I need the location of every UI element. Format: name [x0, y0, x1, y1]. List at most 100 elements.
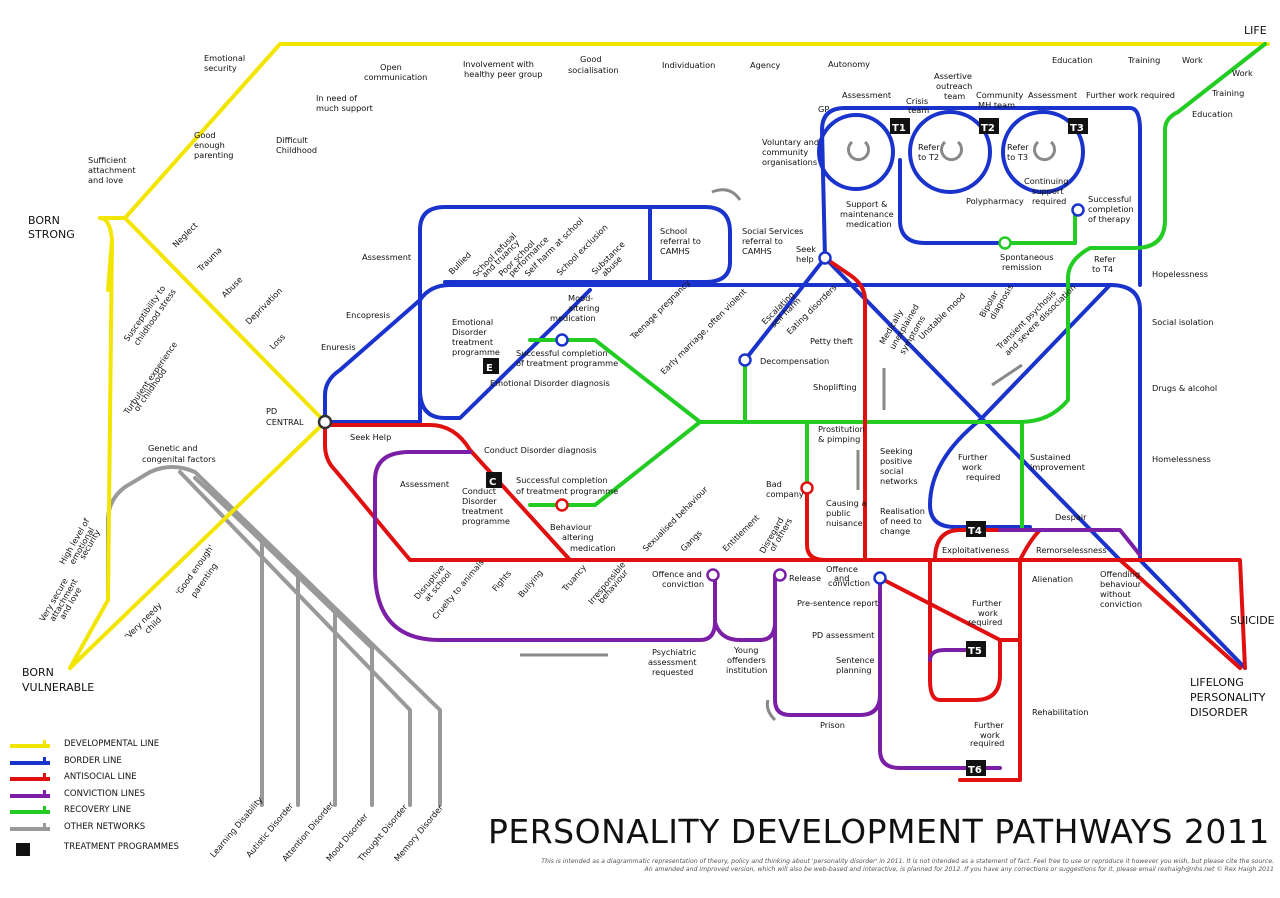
legend-tick [43, 773, 46, 779]
legend-conviction: CONVICTION LINES [10, 788, 210, 805]
station-label: Loss [267, 332, 287, 352]
station-label: Training [1127, 55, 1160, 65]
station-label: Disorder [452, 327, 487, 337]
tp-t2-box[interactable]: T2 [979, 118, 999, 134]
station-label: Alienation [1032, 574, 1073, 584]
station-label: work [980, 730, 1000, 740]
seek-help-interchange[interactable] [818, 251, 832, 265]
successful-completion-antisocial-interchange[interactable] [555, 498, 569, 512]
station-label: public [826, 508, 851, 518]
station-label: Genetic and [148, 443, 198, 453]
svg-text:T2: T2 [981, 123, 995, 134]
suicide-terminus[interactable]: SUICIDE [1230, 614, 1275, 627]
station-label: and [834, 573, 849, 583]
offence-conviction-2-interchange[interactable] [873, 571, 887, 585]
station-label: Enuresis [321, 342, 356, 352]
station-label: required [970, 738, 1004, 748]
legend-label: RECOVERY LINE [64, 805, 132, 815]
station-label: Social isolation [1152, 317, 1213, 327]
interchanges [317, 203, 1085, 585]
station-label: Further [958, 452, 988, 462]
station-label: Offence [826, 564, 858, 574]
tp-t4-box[interactable]: T4 [966, 521, 986, 537]
station-label: of treatment programme [516, 486, 618, 496]
station-label: Education [1052, 55, 1093, 65]
station-label: Seek [796, 244, 816, 254]
station-label: Childhood [276, 145, 317, 155]
station-label: Further [972, 598, 1002, 608]
station-label: required [1032, 196, 1066, 206]
station-label: Support & [846, 199, 888, 209]
offence-conviction-interchange[interactable] [706, 568, 720, 582]
station-label: medication [550, 313, 596, 323]
station-label: help [796, 254, 814, 264]
terminus-labels: LIFE BORN STRONG BORN VULNERABLE PD CENT… [22, 24, 1275, 719]
station-label: Remorselessness [1036, 545, 1107, 555]
tp-c-box[interactable]: C [486, 472, 502, 488]
station-label: Conduct Disorder diagnosis [484, 445, 597, 455]
station-label: Successful [1088, 194, 1131, 204]
life-terminus[interactable]: LIFE [1244, 24, 1267, 37]
station-label: altering [568, 303, 600, 313]
bad-company-interchange[interactable] [800, 481, 814, 495]
legend-label: OTHER NETWORKS [64, 821, 146, 832]
station-label: Drugs & alcohol [1152, 383, 1217, 393]
station-label: change [880, 526, 910, 536]
rotation-icon [1033, 140, 1056, 162]
station-label: Assertive [934, 71, 972, 81]
station-label: Seek Help [350, 432, 391, 442]
lifelong-pd-terminus-line2: PERSONALITY [1190, 691, 1266, 704]
station-label: organisations [762, 157, 817, 167]
station-label: enough [194, 140, 225, 150]
station-label: to T2 [918, 152, 939, 162]
pd-central-label-line2: CENTRAL [266, 417, 304, 427]
successful-completion-border-interchange[interactable] [555, 333, 569, 347]
tp-t6-box[interactable]: T6 [966, 760, 986, 776]
station-label: Unstable mood [916, 291, 967, 342]
station-label: Sustained [1030, 452, 1071, 462]
station-label: team [944, 91, 965, 101]
station-label: referral to [660, 236, 701, 246]
station-label: Prostitution [818, 424, 865, 434]
successful-completion-therapy-interchange[interactable] [1071, 203, 1085, 217]
born-vulnerable-terminus[interactable]: BORN [22, 666, 54, 679]
station-label: Offending [1100, 569, 1140, 579]
station-label: Voluntary and [762, 137, 819, 147]
tp-t1-box[interactable]: T1 [890, 118, 910, 134]
lifelong-pd-terminus[interactable]: LIFELONG [1190, 676, 1244, 689]
station-label: PD assessment [812, 630, 875, 640]
legend-swatch [10, 760, 50, 765]
station-label: Assessment [1028, 90, 1078, 100]
station-label: to T4 [1092, 264, 1113, 274]
direction-arrow-icon [711, 188, 742, 201]
station-label: altering [562, 532, 594, 542]
station-label: Encopresis [346, 310, 390, 320]
svg-text:T6: T6 [968, 765, 982, 776]
station-label: Neglect [170, 220, 200, 250]
tp-t5-box[interactable]: T5 [966, 641, 986, 657]
station-label: treatment [462, 506, 504, 516]
station-label: much support [316, 103, 374, 113]
station-label: team [908, 105, 929, 115]
legend-tick [43, 740, 46, 746]
station-label: Assessment [362, 252, 412, 262]
born-strong-terminus[interactable]: BORN [28, 214, 60, 227]
station-label: Pre-sentence report [797, 598, 879, 608]
pd-central-interchange[interactable] [317, 414, 333, 430]
station-label: Despair [1055, 512, 1087, 522]
station-label: Conduct [462, 486, 497, 496]
station-label: networks [880, 476, 918, 486]
station-label: social [880, 466, 903, 476]
station-label: programme [452, 347, 500, 357]
rotation-icon [847, 140, 870, 162]
station-label: Fights [490, 568, 513, 593]
station-label: maintenance [840, 209, 894, 219]
tp-e-box[interactable]: E [483, 358, 499, 374]
tp-t3-box[interactable]: T3 [1068, 118, 1088, 134]
legend-label: ANTISOCIAL LINE [64, 772, 137, 782]
decompensation-interchange[interactable] [738, 353, 752, 367]
spontaneous-remission-interchange[interactable] [998, 236, 1012, 250]
release-interchange[interactable] [773, 568, 787, 582]
station-label: Assessment [842, 90, 892, 100]
